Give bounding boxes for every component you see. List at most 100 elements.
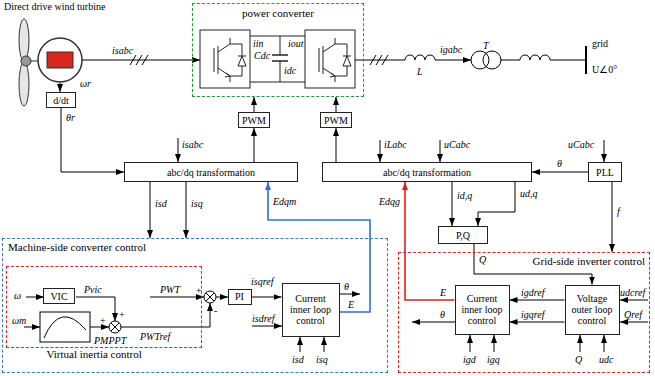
signal-connector [336, 128, 337, 162]
inertia-signal-path [44, 317, 86, 338]
dc-link [250, 82, 305, 83]
signal-label: T [483, 40, 489, 51]
block-label: abc/dq transformation [383, 167, 471, 178]
wind-turbine [38, 38, 82, 82]
signal-label: - [214, 305, 217, 316]
signal-label: idc [284, 65, 296, 76]
signal-connector [150, 182, 151, 238]
signal-label: + [119, 309, 125, 320]
wind-turbine [19, 19, 29, 61]
group-title: Grid-side inverter control [533, 255, 645, 268]
stator-current-wire [178, 138, 179, 162]
machine-loop-signals [300, 337, 301, 352]
signal-label: ωm [12, 315, 26, 326]
grid-connection [435, 60, 471, 61]
machine-loop-signals [252, 326, 282, 327]
signal-connector [186, 182, 187, 238]
signal-label: Pvic [84, 284, 102, 295]
block-label: P,Q [456, 230, 470, 241]
block-label: PI [235, 291, 244, 302]
power-calc-block: P,Q [438, 226, 488, 244]
signal-label: uCabc [444, 139, 470, 150]
grid-loop-signals [620, 322, 648, 323]
dc-link [272, 54, 288, 56]
signal-label: uCabc [568, 139, 594, 150]
block-label: d/dt [53, 95, 69, 106]
wind-turbine [47, 52, 73, 68]
inertia-signal-path [111, 323, 119, 331]
signal-connector [336, 97, 337, 112]
inertia-signal-path [76, 297, 115, 321]
inertia-signal-path [90, 327, 109, 328]
signal-label: ω [14, 290, 21, 301]
grid-connection [585, 46, 587, 74]
connector-label: θ [556, 158, 563, 169]
dc-link [250, 36, 305, 82]
machine-loop-signals [324, 337, 325, 352]
connector-label: Edqm [272, 196, 297, 207]
connector-label: isd [154, 198, 168, 209]
signal-label: θ [440, 309, 445, 320]
signal-connector [478, 182, 515, 226]
grid-connection [520, 55, 550, 60]
connector-label: isqref [250, 276, 274, 287]
converter-group: power converter [192, 3, 364, 97]
signal-label: isabc [182, 139, 203, 150]
grid-loop-signals [470, 335, 471, 352]
signal-label: isd [292, 354, 304, 365]
signal-label: isdref [252, 313, 274, 324]
stator-current-wire [82, 60, 200, 61]
signal-label: ωr [80, 78, 91, 89]
block-label: PWM [324, 115, 348, 126]
measurement-arrows [380, 140, 604, 162]
signal-label: PWTref [140, 331, 170, 342]
pll-block: PLL [588, 162, 622, 182]
signal-label: igq [487, 354, 500, 365]
signal-label: U∠0° [592, 64, 617, 75]
signal-label: θ [344, 281, 349, 292]
control-block: Current inner loop control [455, 285, 510, 335]
inertia-signal-path [204, 291, 216, 303]
signal-label: udc [599, 354, 613, 365]
wind-turbine [60, 82, 61, 92]
dc-link [280, 61, 281, 82]
signal-connector [612, 182, 613, 252]
wind-turbine [19, 62, 29, 106]
signal-connector [254, 97, 255, 112]
signal-label: PWT [160, 284, 180, 295]
machine-loop-signals [252, 294, 360, 352]
signal-connector [61, 108, 124, 172]
wind-turbine [21, 56, 31, 66]
block-label: Current inner loop control [458, 293, 507, 326]
signal-label: isabc [112, 45, 133, 56]
converter-bridges [214, 38, 246, 82]
control-block: Voltage outer loop control [565, 285, 620, 335]
signal-label: igabc [440, 44, 462, 55]
group-title: power converter [193, 7, 363, 20]
grid-connection [483, 51, 501, 69]
inertia-signal-path [40, 312, 90, 342]
converter-bridges [200, 30, 355, 88]
signal-label: Direct drive wind turbine [4, 1, 105, 12]
grid-connection [355, 60, 405, 61]
group-title: Virtual inertia control [47, 348, 142, 361]
signal-label: + [100, 315, 106, 326]
signal-connector [254, 128, 255, 162]
machine-loop-signals [340, 294, 360, 295]
block-label: abc/dq transformation [167, 167, 255, 178]
group-title: Machine-side converter control [8, 241, 146, 254]
signal-label: isq [316, 354, 328, 365]
signal-label: PMPPT [94, 335, 126, 346]
dc-link [250, 36, 305, 37]
grid-loop-signals [620, 300, 648, 301]
connector-label: igdref [520, 287, 546, 298]
connector-label: igqref [520, 309, 546, 320]
signal-label: Q [575, 354, 582, 365]
signal-label: iout [288, 38, 304, 49]
converter-bridges [319, 38, 351, 82]
block-label: PLL [596, 167, 614, 178]
vic-block: VIC [43, 288, 75, 304]
derivative-block: d/dt [46, 92, 76, 108]
block-label: VIC [50, 291, 67, 302]
